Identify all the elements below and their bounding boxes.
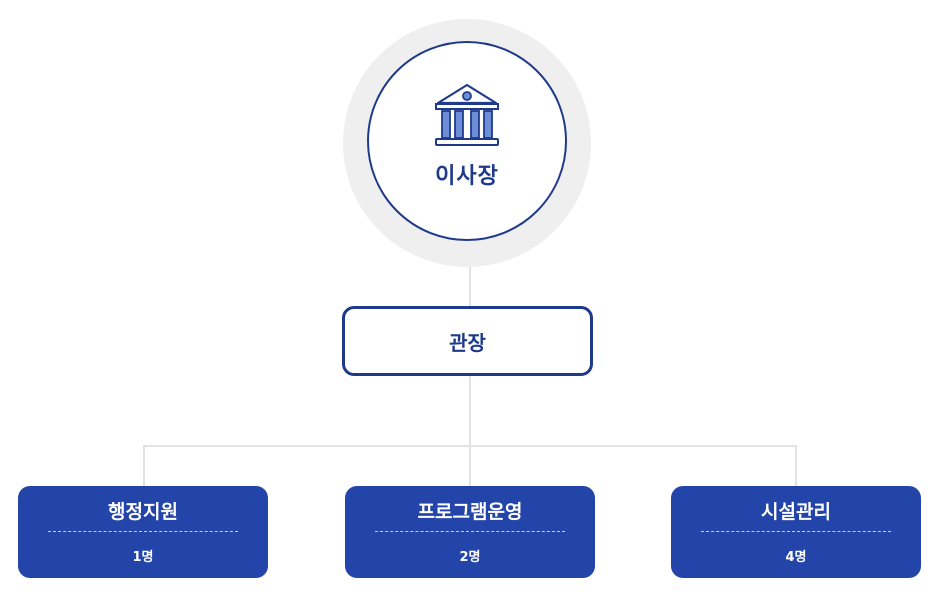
department-admin-support: 행정지원 1명 — [18, 486, 268, 578]
department-divider — [375, 531, 565, 532]
director-label: 관장 — [449, 330, 486, 355]
department-program-operation: 프로그램운영 2명 — [345, 486, 595, 578]
department-count: 4명 — [785, 550, 807, 565]
department-count: 2명 — [459, 550, 481, 565]
connector-director-down — [469, 376, 471, 446]
director-node: 관장 — [342, 306, 593, 376]
connector-dept-3 — [795, 445, 797, 486]
department-divider — [48, 531, 238, 532]
department-facility-management: 시설관리 4명 — [671, 486, 921, 578]
chairman-label: 이사장 — [435, 164, 499, 189]
connector-dept-1 — [143, 445, 145, 486]
bank-building-icon — [435, 83, 499, 146]
department-count: 1명 — [132, 550, 154, 565]
connector-chairman-director — [469, 266, 471, 306]
department-divider — [701, 531, 891, 532]
department-name: 시설관리 — [761, 501, 831, 523]
department-name: 행정지원 — [108, 501, 178, 523]
department-name: 프로그램운영 — [417, 501, 523, 523]
connector-dept-2 — [469, 445, 471, 486]
